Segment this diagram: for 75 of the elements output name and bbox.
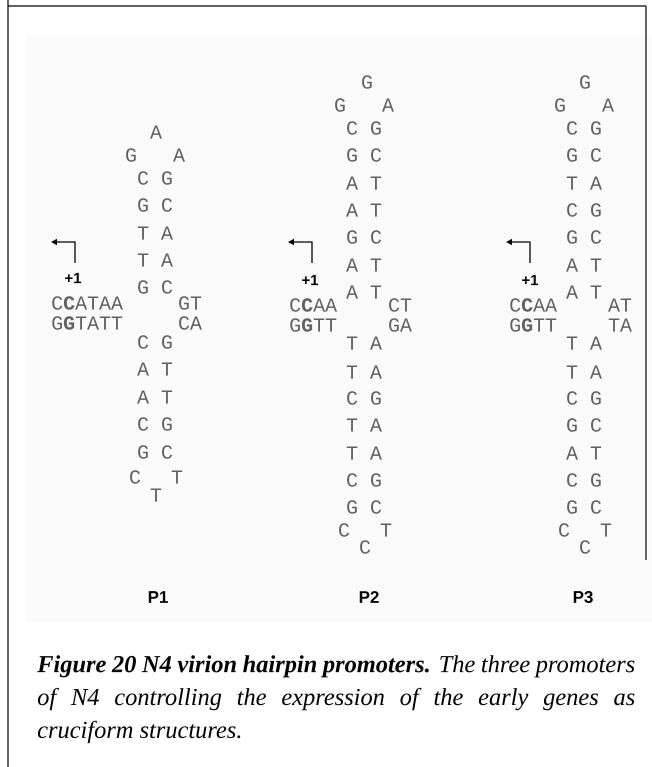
base-letters: T A: [566, 336, 602, 350]
base-letters: T A: [566, 365, 602, 379]
start-site-label: +1: [65, 272, 82, 284]
base-letters: A T: [137, 362, 172, 376]
base-letters: C: [130, 470, 140, 484]
base-letters: A T: [566, 258, 602, 272]
strand-sequence: GGTT: [510, 318, 556, 332]
base-letters: T: [150, 488, 162, 502]
base-letters: A T: [346, 285, 382, 299]
base-letters: G C: [347, 230, 382, 244]
base-letters: T: [172, 470, 182, 484]
base-letters: G C: [567, 230, 602, 244]
panel-label: P2: [360, 591, 379, 603]
base-letters: T A: [346, 336, 382, 350]
base-letters: C G: [138, 417, 172, 431]
base-letters: A: [602, 98, 614, 112]
base-letters: AT: [608, 298, 632, 312]
base-letters: G: [580, 75, 590, 89]
base-letters: C G: [347, 473, 381, 487]
base-letters: GT: [179, 296, 202, 310]
strand-sequence: CCAA: [290, 298, 338, 312]
base-letters: C: [559, 523, 570, 537]
base-letters: T A: [566, 176, 602, 190]
base-letters: C G: [567, 391, 601, 405]
base-letters: G C: [567, 500, 602, 514]
base-letters: G C: [347, 148, 382, 162]
base-letters: TA: [608, 318, 632, 332]
base-letters: T: [380, 523, 392, 537]
base-letters: A: [150, 125, 162, 139]
base-letters: G C: [567, 148, 602, 162]
base-letters: C: [360, 540, 370, 554]
base-letters: G C: [567, 418, 602, 432]
base-letters: G C: [138, 445, 172, 459]
start-site-label: +1: [522, 274, 538, 286]
base-letters: G: [126, 148, 136, 162]
panel-label: P3: [574, 591, 593, 603]
base-letters: T A: [346, 418, 382, 432]
strand-sequence: GGTATT: [52, 316, 122, 330]
base-letters: CA: [179, 316, 202, 330]
base-letters: C: [339, 523, 350, 537]
base-letters: A T: [566, 285, 602, 299]
base-letters: C G: [567, 203, 601, 217]
base-letters: GA: [389, 318, 412, 332]
base-letters: G C: [138, 280, 172, 294]
base-letters: C G: [567, 473, 601, 487]
base-letters: A T: [566, 446, 602, 460]
start-site-label: +1: [302, 274, 318, 286]
base-letters: T: [600, 523, 612, 537]
base-letters: A: [382, 98, 394, 112]
base-letters: T A: [138, 226, 173, 240]
strand-sequence: CCATAA: [52, 296, 123, 310]
base-letters: C G: [347, 121, 381, 135]
base-letters: G C: [347, 500, 382, 514]
base-letters: C G: [138, 171, 172, 185]
strand-sequence: GGTT: [290, 318, 336, 332]
base-letters: C G: [567, 121, 601, 135]
base-letters: T A: [346, 446, 382, 460]
base-letters: T A: [138, 253, 173, 267]
base-letters: C: [580, 540, 590, 554]
strand-sequence: CCAA: [510, 298, 558, 312]
base-letters: G: [335, 98, 345, 112]
panel-label: P1: [148, 591, 168, 603]
base-letters: G: [362, 75, 372, 89]
base-letters: G: [555, 98, 565, 112]
caption: Figure 20 N4 virion hairpin promoters. The three promoters of N4 controlling the expression of the early genes as cruciform structures.: [37, 655, 634, 744]
base-letters: C G: [347, 391, 381, 405]
base-letters: C G: [138, 335, 172, 349]
base-letters: T A: [346, 365, 382, 379]
base-letters: A T: [346, 203, 382, 217]
base-letters: G C: [138, 198, 172, 212]
base-letters: A T: [346, 176, 382, 190]
base-letters: A T: [137, 390, 172, 404]
base-letters: A: [173, 148, 185, 162]
base-letters: A T: [346, 258, 382, 272]
base-letters: CT: [389, 298, 412, 312]
